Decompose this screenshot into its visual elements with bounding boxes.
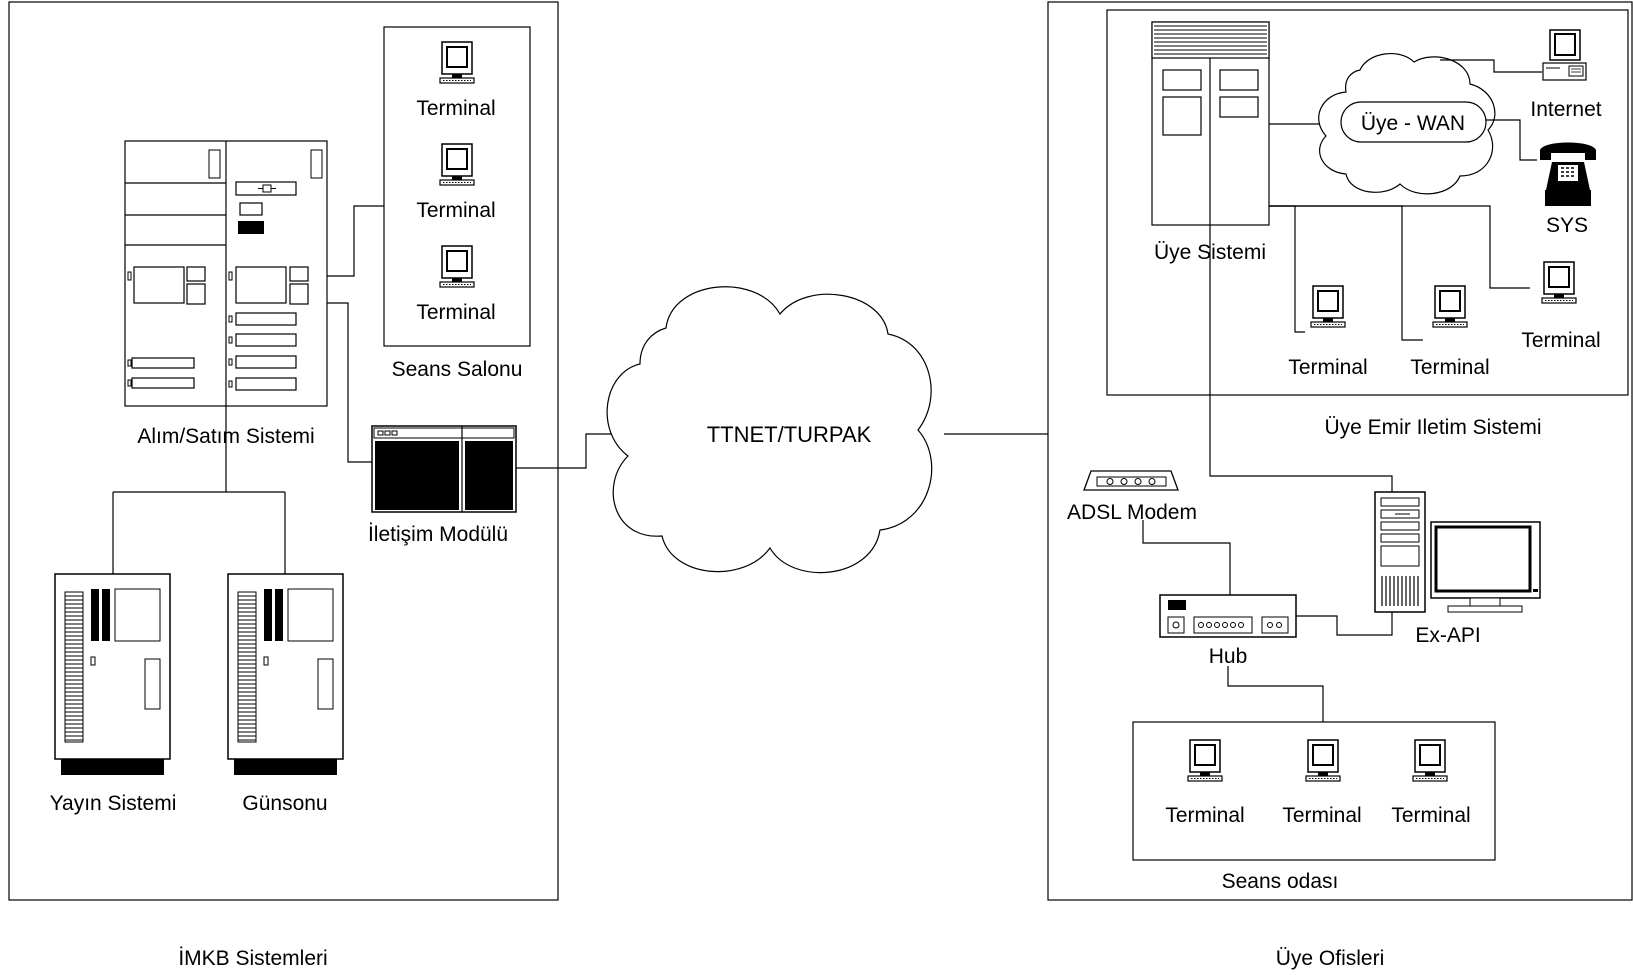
internet-label: Internet: [1530, 98, 1601, 121]
telephone-icon: [1540, 142, 1596, 206]
session-room-terminal-label: Terminal: [1165, 804, 1244, 827]
order-system-caption: Üye Emir Iletim Sistemi: [1324, 416, 1541, 439]
internet-pc-icon: [1542, 29, 1587, 81]
member-offices-caption: Üye Ofisleri: [1276, 947, 1385, 970]
order-system-terminal-label: Terminal: [1410, 356, 1489, 379]
imkb-caption: İMKB Sistemleri: [178, 947, 327, 970]
member-system-rack: [1151, 21, 1270, 226]
hub-icon: [1159, 594, 1297, 638]
end-of-day-label: Günsonu: [242, 792, 327, 815]
broadcast-system-label: Yayın Sistemi: [50, 792, 177, 815]
comm-module-label: İletişim Modülü: [368, 523, 508, 546]
wan-label: Üye - WAN: [1361, 112, 1465, 135]
session-room-caption: Seans odası: [1222, 870, 1339, 893]
ex-api-label: Ex-API: [1415, 624, 1480, 647]
session-hall-terminal-label: Terminal: [416, 199, 495, 222]
adsl-modem-label: ADSL Modem: [1067, 501, 1197, 524]
order-system-terminal-label: Terminal: [1288, 356, 1367, 379]
comm-module-icon: [371, 425, 517, 513]
sys-label: SYS: [1546, 214, 1588, 237]
adsl-modem-icon: [1083, 470, 1179, 491]
ttnet-label: TTNET/TURPAK: [707, 422, 872, 447]
session-room-terminal-label: Terminal: [1282, 804, 1361, 827]
session-hall-terminal-label: Terminal: [416, 97, 495, 120]
session-room-terminal-label: Terminal: [1391, 804, 1470, 827]
server-tower-icon: [54, 573, 171, 776]
workstation-icon: [1374, 491, 1541, 613]
session-hall-terminal-label: Terminal: [416, 301, 495, 324]
order-system-terminal-label: Terminal: [1521, 329, 1600, 352]
hub-label: Hub: [1209, 645, 1248, 668]
session-hall-caption: Seans Salonu: [392, 358, 523, 381]
internet-cloud-shape: [606, 286, 933, 574]
server-tower-icon: [227, 573, 344, 776]
trading-system-rack: [124, 140, 328, 407]
